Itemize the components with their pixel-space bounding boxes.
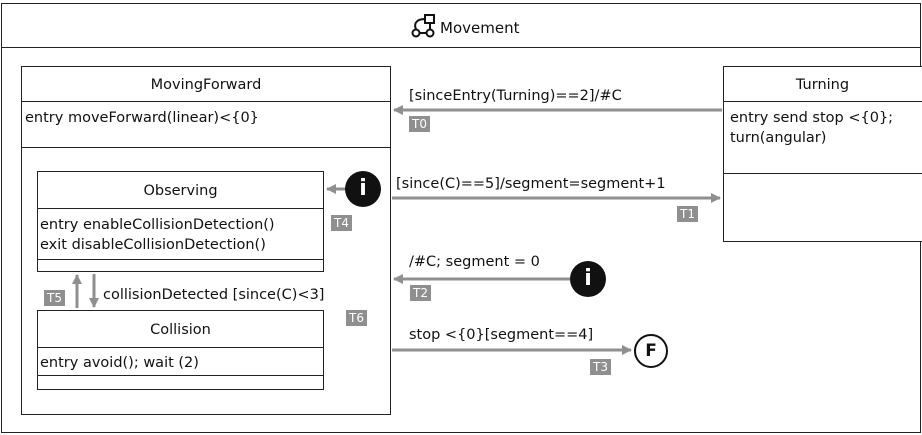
state-observing-action-entry: entry enableCollisionDetection(): [40, 217, 275, 233]
transition-label-t1: [since(C)==5]/segment=segment+1: [396, 176, 666, 192]
transition-tag-t4: T4: [331, 215, 352, 231]
observing-divider-2: [37, 259, 324, 260]
collision-divider-1: [37, 347, 324, 348]
state-collision-name: Collision: [150, 322, 211, 338]
state-moving-forward-name: MovingForward: [150, 77, 262, 93]
state-turning-action-line2: turn(angular): [730, 130, 827, 146]
state-turning-action-line1: entry send stop <{0};: [730, 110, 894, 126]
transition-tag-t2: T2: [410, 285, 431, 301]
turning-divider-1: [723, 101, 922, 102]
transition-label-t2: /#C; segment = 0: [409, 254, 540, 270]
statechart-icon: [411, 14, 435, 38]
state-observing-action-exit: exit disableCollisionDetection(): [40, 237, 266, 253]
state-turning-name: Turning: [795, 77, 850, 93]
state-observing-name: Observing: [143, 183, 218, 199]
transition-tag-t6: T6: [346, 310, 367, 326]
initial-state-inner[interactable]: i: [345, 171, 381, 207]
turning-divider-2: [723, 173, 922, 174]
transition-label-t0: [sinceEntry(Turning)==2]/#C: [409, 88, 622, 104]
transition-tag-t3: T3: [590, 359, 611, 375]
observing-divider-1: [37, 208, 324, 209]
moving-forward-divider-2: [21, 147, 391, 148]
state-collision-action: entry avoid(); wait (2): [40, 355, 199, 371]
transition-tag-t0: T0: [409, 116, 430, 132]
transition-label-t6: collisionDetected [since(C)<3]: [103, 287, 325, 303]
initial-state-outer[interactable]: i: [570, 261, 606, 297]
final-state[interactable]: F: [634, 334, 668, 368]
state-observing[interactable]: [37, 171, 324, 272]
frame-header-divider: [1, 47, 921, 48]
state-moving-forward-action: entry moveForward(linear)<{0}: [25, 110, 259, 126]
transition-tag-t1: T1: [677, 206, 698, 222]
state-collision[interactable]: [37, 310, 324, 390]
collision-divider-2: [37, 375, 324, 376]
moving-forward-divider-1: [21, 101, 391, 102]
diagram-title: Movement: [440, 19, 520, 37]
transition-label-t3: stop <{0}[segment==4]: [409, 327, 594, 343]
state-turning[interactable]: [723, 66, 922, 242]
transition-tag-t5: T5: [44, 290, 65, 306]
